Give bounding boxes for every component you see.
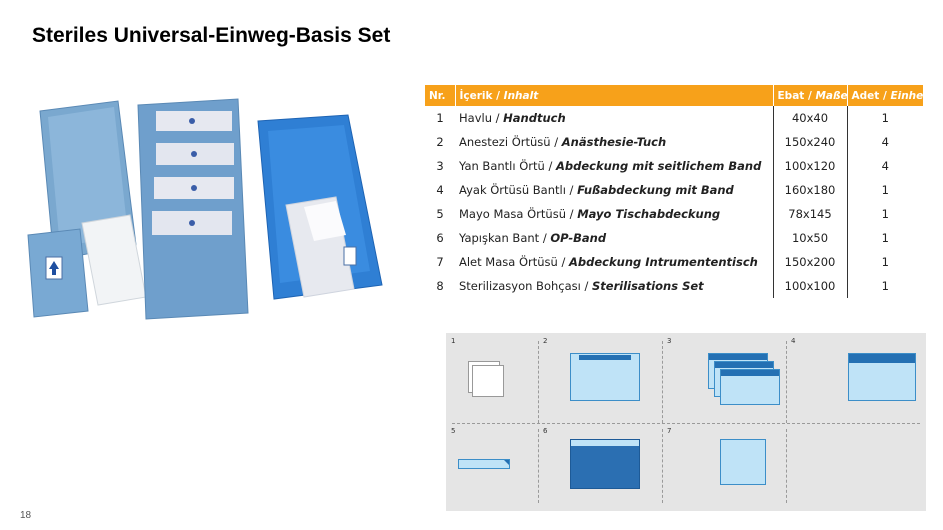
row-qty: 1	[881, 279, 889, 293]
row-size: 78x145	[772, 202, 848, 226]
row-nr: 2	[436, 135, 444, 149]
divider	[452, 423, 920, 424]
row-size: 100x100	[772, 274, 848, 298]
drape-shape	[720, 369, 780, 405]
header-content: İçerik / Inhalt	[455, 85, 774, 106]
row-qty: 1	[881, 231, 889, 245]
row-size: 10x50	[772, 226, 848, 250]
table-row: 5 Mayo Masa Örtüsü / Mayo Tischabdeckung…	[425, 202, 923, 226]
divider	[538, 341, 539, 423]
divider	[662, 341, 663, 423]
contents-table: Nr. İçerik / Inhalt Ebat / Maße Adet / E…	[425, 85, 923, 299]
drape-shape	[458, 459, 510, 469]
row-qty: 4	[881, 159, 889, 173]
divider	[538, 429, 539, 503]
row-nr: 3	[436, 159, 444, 173]
row-content: Anestezi Örtüsü / Anästhesie-Tuch	[459, 135, 667, 149]
row-qty: 4	[881, 135, 889, 149]
row-qty: 1	[881, 183, 889, 197]
table-row: 4 Ayak Örtüsü Bantlı / Fußabdeckung mit …	[425, 178, 923, 202]
drape-shape	[848, 353, 916, 401]
row-content: Mayo Masa Örtüsü / Mayo Tischabdeckung	[459, 207, 721, 221]
row-content: Havlu / Handtuch	[459, 111, 566, 125]
drape-pack-right	[257, 114, 383, 300]
header-nr: Nr.	[425, 85, 456, 106]
row-nr: 8	[436, 279, 444, 293]
row-qty: 1	[881, 111, 889, 125]
table-row: 7 Alet Masa Örtüsü / Abdeckung Intrument…	[425, 250, 923, 274]
table-row: 2 Anestezi Örtüsü / Anästhesie-Tuch 150x…	[425, 130, 923, 154]
diagram-item-3: 3	[662, 333, 786, 423]
diagram-item-5: 5	[446, 423, 538, 511]
table-header-row: Nr. İçerik / Inhalt Ebat / Maße Adet / E…	[425, 85, 923, 106]
row-content: Sterilizasyon Bohçası / Sterilisations S…	[459, 279, 704, 293]
header-qty: Adet / Einheit	[847, 85, 923, 106]
divider	[662, 429, 663, 503]
table-row: 3 Yan Bantlı Örtü / Abdeckung mit seitli…	[425, 154, 923, 178]
header-size: Ebat / Maße	[773, 85, 848, 106]
diagram-item-2: 2	[538, 333, 662, 423]
drape-pack-middle	[137, 98, 249, 320]
row-content: Ayak Örtüsü Bantlı / Fußabdeckung mit Ba…	[459, 183, 734, 197]
divider	[786, 429, 787, 503]
row-size: 150x240	[772, 130, 848, 154]
row-content: Yan Bantlı Örtü / Abdeckung mit seitlich…	[459, 159, 762, 173]
page-number: 18	[20, 510, 32, 521]
row-nr: 1	[436, 111, 444, 125]
row-size: 40x40	[772, 106, 848, 130]
slide-title: Steriles Universal-Einweg-Basis Set	[32, 24, 391, 47]
row-qty: 1	[881, 207, 889, 221]
diagram-item-6: 6	[538, 423, 662, 511]
drape-shape	[720, 439, 766, 485]
drape-shape	[570, 353, 640, 401]
divider	[786, 341, 787, 423]
table-row: 1 Havlu / Handtuch 40x40 1	[425, 106, 923, 130]
towel-shape	[472, 365, 504, 397]
row-content: Alet Masa Örtüsü / Abdeckung Intrumenten…	[459, 255, 758, 269]
table-row: 8 Sterilizasyon Bohçası / Sterilisations…	[425, 274, 923, 298]
table-row: 6 Yapışkan Bant / OP-Band 10x50 1	[425, 226, 923, 250]
row-nr: 7	[436, 255, 444, 269]
drape-pack-left	[27, 100, 147, 318]
row-size: 160x180	[772, 178, 848, 202]
row-size: 100x120	[772, 154, 848, 178]
product-photo	[27, 98, 383, 320]
diagram-item-7: 7	[662, 423, 786, 511]
diagram-item-4: 4	[786, 333, 926, 423]
diagram-item-1: 1	[446, 333, 538, 423]
row-nr: 6	[436, 231, 444, 245]
row-nr: 5	[436, 207, 444, 221]
contents-diagram: 1 2 3 4 5 6 7	[446, 333, 926, 511]
row-size: 150x200	[772, 250, 848, 274]
drape-shape	[570, 439, 640, 489]
row-content: Yapışkan Bant / OP-Band	[459, 231, 607, 245]
row-nr: 4	[436, 183, 444, 197]
row-qty: 1	[881, 255, 889, 269]
